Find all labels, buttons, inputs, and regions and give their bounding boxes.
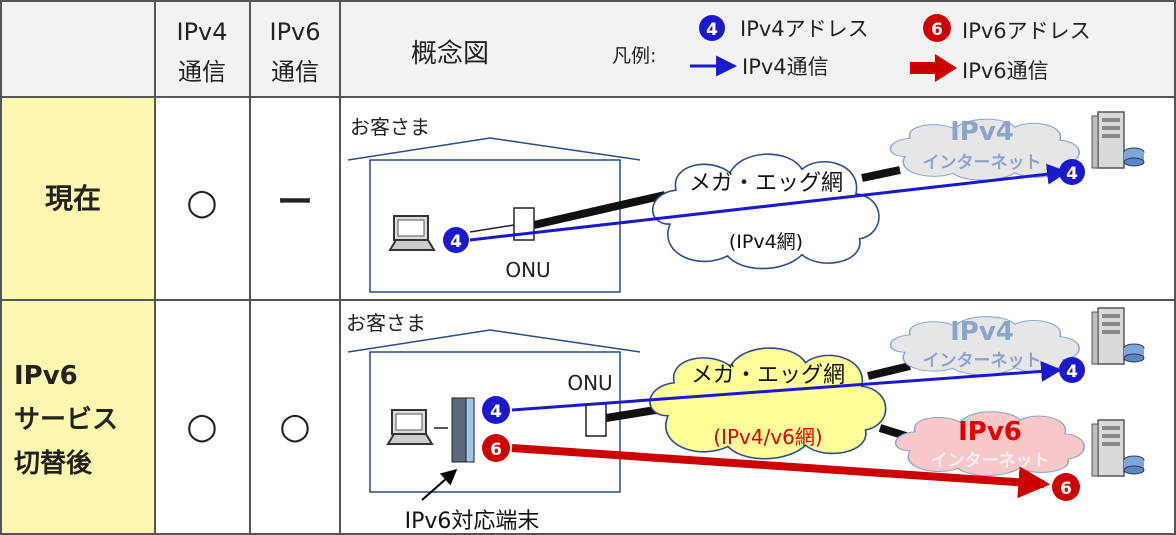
row2-ipv6-device-icon bbox=[451, 397, 475, 463]
row2-ipv6-flow-arrow bbox=[511, 444, 1051, 499]
row1-ipv4-flow-arrow bbox=[469, 163, 1069, 242]
row2-server-ipv6-badge bbox=[1052, 473, 1080, 501]
row2-network-label: メガ・エッグ網 bbox=[691, 363, 845, 388]
row2-ipv6-server-icon bbox=[1091, 419, 1145, 477]
row1-line-pc-to-onu bbox=[469, 224, 515, 233]
header-row-bg bbox=[0, 0, 1176, 97]
row2-customer-label: お客さま bbox=[346, 311, 426, 335]
header-ipv4-line2: 通信 bbox=[178, 58, 226, 86]
row1-internet-title: IPv4 bbox=[950, 117, 1014, 147]
row2-label-line2: サービス bbox=[14, 405, 118, 435]
row2-server-ipv4-badge bbox=[1059, 357, 1085, 383]
row2-ipv4-flow-arrow bbox=[511, 360, 1063, 412]
row2-ipv6-internet-title: IPv6 bbox=[958, 417, 1022, 447]
legend-ipv6-address: IPv6アドレス bbox=[962, 19, 1091, 43]
svg-text:6: 6 bbox=[1060, 479, 1072, 499]
row1-ipv4-mark: ○ bbox=[186, 182, 217, 223]
row1-server-ipv4-badge bbox=[1059, 159, 1085, 185]
row2-line-network-to-ipv4 bbox=[867, 362, 911, 380]
row1-server-icon bbox=[1091, 111, 1145, 169]
header-ipv6-line1: IPv6 bbox=[269, 18, 320, 46]
row2-device-label: IPv6対応端末 bbox=[405, 509, 540, 534]
svg-text:4: 4 bbox=[450, 232, 462, 252]
svg-text:6: 6 bbox=[490, 440, 502, 460]
row1-pc-ipv4-badge bbox=[443, 227, 469, 253]
legend-ipv4-comm: IPv4通信 bbox=[742, 55, 829, 79]
row2-device-ipv6-badge bbox=[482, 434, 510, 462]
row1-network-sub: (IPv4網) bbox=[729, 231, 803, 253]
row2-ipv4-server-icon bbox=[1091, 307, 1145, 365]
row1-network-label: メガ・エッグ網 bbox=[689, 171, 843, 196]
header-ipv6-line2: 通信 bbox=[271, 58, 319, 86]
row2-diagram: お客さま ONU メガ・エッグ網 (IPv4/v6網) IPv4 インターネット… bbox=[346, 307, 1145, 534]
row2-label-bg bbox=[0, 300, 155, 535]
row2-ipv4-internet-title: IPv4 bbox=[950, 317, 1014, 347]
row1-label-bg bbox=[0, 97, 155, 300]
row1-line-network-to-internet bbox=[861, 166, 901, 182]
row2-onu-box bbox=[585, 403, 607, 437]
row2-device-pointer-arrow bbox=[421, 468, 458, 501]
row2-ipv6-mark: ○ bbox=[279, 406, 310, 447]
row1-house-roof bbox=[347, 137, 641, 161]
legend-title: 凡例: bbox=[612, 45, 656, 67]
svg-text:4: 4 bbox=[706, 20, 718, 40]
row2-ipv4-internet-sub: インターネット bbox=[923, 351, 1042, 371]
row1-internet-sub: インターネット bbox=[923, 153, 1042, 173]
row2-onu-label: ONU bbox=[567, 371, 612, 395]
legend: 凡例: 4 IPv4アドレス 6 IPv6アドレス IPv4通信 IPv6通信 bbox=[612, 14, 1091, 83]
row2-ipv6-internet-sub: インターネット bbox=[931, 451, 1050, 471]
svg-text:4: 4 bbox=[490, 402, 502, 422]
row1-label: 現在 bbox=[45, 182, 101, 215]
row1-customer-label: お客さま bbox=[350, 115, 430, 139]
svg-text:4: 4 bbox=[1066, 164, 1078, 184]
header-ipv4-line1: IPv4 bbox=[176, 18, 227, 46]
legend-ipv4-badge bbox=[699, 15, 725, 41]
row1-line-onu-to-network bbox=[533, 191, 666, 229]
row2-label-line1: IPv6 bbox=[14, 361, 78, 391]
row1-house-body bbox=[369, 159, 621, 293]
row2-house-roof bbox=[347, 329, 641, 353]
row1-laptop-icon bbox=[389, 215, 435, 251]
row2-label-line3: 切替後 bbox=[14, 448, 93, 479]
header-diagram-title: 概念図 bbox=[411, 39, 489, 69]
legend-ipv6-arrow bbox=[910, 54, 957, 82]
row1-diagram: お客さま ONU メガ・エッグ網 (IPv4網) IPv4 インターネット 4 … bbox=[347, 111, 1145, 293]
row1-onu-label: ONU bbox=[505, 258, 550, 282]
row2-network-sub: (IPv4/v6網) bbox=[713, 425, 822, 449]
row1-ipv6-mark: ー bbox=[277, 182, 313, 223]
row2-device-ipv4-badge bbox=[482, 396, 510, 424]
svg-text:4: 4 bbox=[1066, 362, 1078, 382]
legend-ipv6-comm: IPv6通信 bbox=[962, 59, 1049, 83]
svg-text:6: 6 bbox=[931, 20, 943, 40]
legend-ipv6-badge bbox=[923, 14, 951, 42]
row2-ipv4-mark: ○ bbox=[186, 406, 217, 447]
row2-laptop-icon bbox=[387, 409, 433, 445]
row2-house-body bbox=[369, 351, 621, 493]
legend-ipv4-address: IPv4アドレス bbox=[740, 17, 869, 41]
